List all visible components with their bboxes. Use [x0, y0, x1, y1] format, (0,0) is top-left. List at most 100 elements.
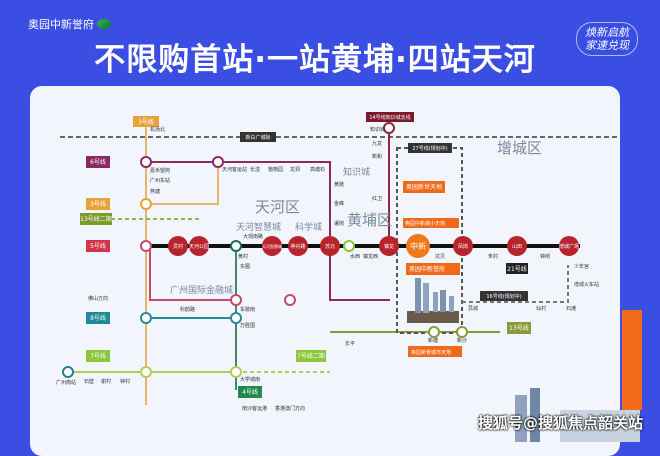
station-label: 新和 — [372, 153, 382, 160]
skyline-image — [560, 410, 640, 442]
station-marker — [559, 236, 579, 256]
station-label: 红卫 — [372, 195, 382, 202]
station-label: 黄陂 — [334, 181, 344, 188]
station-label: 荔城 — [468, 305, 478, 312]
line-badge: 新白广城际 — [245, 134, 270, 141]
station-label: 长平 — [345, 340, 355, 347]
station-label-highlight: 中新 — [410, 241, 426, 251]
station-label: 仙村 — [536, 305, 546, 312]
brand-name: 奥园中新誉府 — [28, 18, 94, 31]
station-label: 车陂南 — [240, 306, 255, 313]
direction-label: 佛山方向 — [88, 295, 108, 302]
skyline-image — [515, 395, 527, 442]
district-label: 天河智慧城 — [236, 221, 281, 233]
line-badge: 5号线 — [90, 242, 106, 250]
brand-logo-icon — [97, 19, 111, 29]
station-label: 高塘石 — [310, 166, 325, 173]
station-label: 九龙 — [372, 140, 382, 147]
slogan-badge: 焕新启航家速兑现 — [576, 22, 638, 56]
station-label: 知识城 — [370, 126, 385, 133]
line-badge: 3号线 — [138, 118, 154, 126]
metro-map: 天河区 黄埔区 增城区 天河智慧城 科学城 知识城 广州国际金融城 3号线 6号… — [56, 112, 620, 412]
line-badge: 8号线 — [90, 314, 106, 322]
station-label: 谢村 — [101, 378, 111, 385]
station-label: 南沙客运港 — [242, 405, 267, 412]
station-label: 坑贝 — [435, 253, 445, 260]
line-16-planned — [462, 265, 569, 303]
line-badge: 4号线 — [242, 388, 258, 396]
station-label: 龙洞 — [290, 166, 300, 173]
district-label: 黄埔区 — [347, 211, 392, 229]
station-label: 广州南站 — [56, 379, 76, 386]
direction-label: 香港澳门方向 — [275, 405, 305, 412]
station-marker — [453, 236, 473, 256]
station-label: 大观南路 — [243, 233, 263, 240]
line-badge: 14号线知识城支线 — [369, 114, 410, 121]
station-label: 神舟路 — [290, 243, 305, 250]
station-label: 石壁 — [84, 378, 94, 385]
station-label: 增城火车站 — [574, 281, 599, 288]
skyline-image — [530, 388, 540, 442]
station-label: 镇龙 — [384, 243, 394, 250]
decor-strip — [622, 310, 642, 410]
station-label: 新塘 — [428, 337, 438, 344]
station-marker — [320, 236, 340, 256]
station-marker — [288, 236, 308, 256]
watermark: 搜狐号@搜狐焦点韶关站 — [478, 414, 644, 432]
station-label: 大学城南 — [240, 376, 260, 383]
station-label: 天河客运站 — [222, 166, 247, 173]
line-badge: 6号线 — [90, 158, 106, 166]
project-callout: 奥园中新城小天地 — [405, 220, 445, 227]
station-label: 员村 — [173, 243, 183, 250]
line-3-branch — [146, 162, 219, 205]
district-label: 广州国际金融城 — [170, 284, 233, 296]
station-marker — [168, 236, 188, 256]
line-badge: 3号线 — [90, 200, 106, 208]
station-label: 嘉禾望岗 — [150, 167, 170, 174]
project-callout: 奥园新誉城市天地 — [411, 349, 451, 356]
page-title: 不限购首站·一站黄埔·四站天河 — [94, 42, 536, 78]
station-label: 天河公园 — [189, 243, 209, 250]
station-marker — [262, 236, 282, 256]
line-badge: 21号线 — [507, 265, 527, 273]
station-label: 钟岗 — [540, 253, 550, 260]
district-label: 知识城 — [343, 166, 370, 178]
district-label: 增城区 — [497, 139, 542, 157]
station-label: 暹岗 — [334, 221, 344, 227]
project-callout: 奥园新世天地 — [406, 183, 442, 191]
district-label: 天河区 — [255, 198, 300, 216]
station-label: 机场北 — [150, 126, 165, 133]
station-label: 燕塘 — [150, 188, 160, 195]
station-label: 植物园 — [268, 166, 283, 173]
station-marker — [507, 236, 527, 256]
line-badge: 27号线(规划中) — [412, 145, 447, 152]
slogan-line: 焕新启航 — [585, 26, 629, 39]
station-label: 东圃 — [240, 263, 250, 270]
station-label: 水西 — [350, 253, 360, 260]
project-building-image — [407, 278, 459, 323]
station-label: 万胜围 — [240, 322, 255, 329]
station-label: 增城广场 — [559, 243, 579, 250]
station-label: 长湴 — [250, 166, 260, 173]
station-label: 钟村 — [120, 378, 130, 385]
district-label: 科学城 — [295, 221, 322, 233]
station-label: 天河智慧城 — [262, 243, 282, 249]
brand-logo: 奥园中新誉府 — [28, 16, 111, 32]
station-label: 金峰 — [334, 200, 344, 207]
station-label: 新沙 — [457, 337, 467, 344]
slogan-line: 家速兑现 — [585, 39, 629, 52]
station-label: 科韵路 — [180, 306, 195, 313]
station-label: 少年宫 — [574, 263, 589, 270]
interchange-markers — [62, 122, 468, 378]
station-label: 镇龙西 — [363, 253, 378, 260]
station-marker-highlight — [406, 234, 430, 258]
line-badge: 16号线(规划中) — [486, 293, 521, 300]
line-badge: 7号线 — [90, 352, 106, 360]
station-label: 朱村 — [488, 253, 498, 260]
station-label: 广州东站 — [150, 177, 170, 184]
station-marker — [379, 236, 399, 256]
line-badge: 7号线二期 — [297, 352, 325, 360]
line-5 — [149, 246, 236, 301]
station-label: 苏元 — [325, 243, 335, 250]
station-label: 石滩 — [566, 305, 576, 312]
